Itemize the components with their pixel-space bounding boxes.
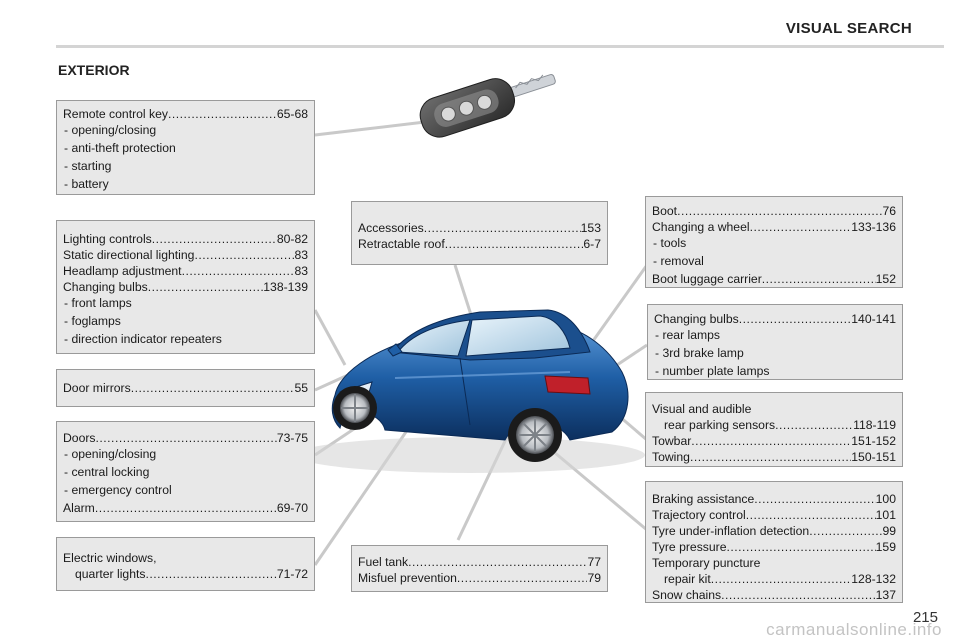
fuel-box: Fuel tank77 Misfuel prevention79 bbox=[351, 545, 608, 592]
index-row[interactable]: Snow chains137 bbox=[652, 587, 896, 603]
braking-tyres-box: Braking assistance100 Trajectory control… bbox=[645, 481, 903, 603]
list-item: - front lamps bbox=[64, 296, 132, 310]
parking-towing-box: Visual and audible rear parking sensors1… bbox=[645, 392, 903, 467]
lighting-box: Lighting controls80-82 Static directiona… bbox=[56, 220, 315, 354]
index-row[interactable]: Headlamp adjustment83 bbox=[63, 263, 308, 279]
watermark: carmanualsonline.info bbox=[766, 620, 942, 639]
electric-windows-box: Electric windows, quarter lights71-72 bbox=[56, 537, 315, 591]
index-row[interactable]: Tyre pressure159 bbox=[652, 539, 896, 555]
list-item: - central locking bbox=[64, 465, 150, 479]
index-row[interactable]: Doors73-75 bbox=[63, 430, 308, 446]
leader-accessories bbox=[453, 264, 474, 319]
index-row[interactable]: Fuel tank77 bbox=[358, 554, 601, 570]
list-item: - anti-theft protection bbox=[64, 141, 176, 155]
list-item: - emergency control bbox=[64, 483, 172, 497]
remote-key-title-row[interactable]: Remote control key65-68 bbox=[63, 106, 308, 122]
list-item: - opening/closing bbox=[64, 447, 157, 461]
section-title: EXTERIOR bbox=[58, 62, 130, 78]
index-row[interactable]: repair kit128-132 bbox=[652, 571, 896, 587]
index-row[interactable]: Door mirrors55 bbox=[63, 380, 308, 396]
index-row[interactable]: Lighting controls80-82 bbox=[63, 231, 308, 247]
index-row[interactable]: quarter lights71-72 bbox=[63, 566, 308, 582]
page-number: 215 bbox=[912, 609, 938, 626]
doors-box: Doors73-75 - opening/closing - central l… bbox=[56, 421, 315, 522]
index-row[interactable]: Accessories153 bbox=[358, 220, 601, 236]
index-row[interactable]: rear parking sensors118-119 bbox=[652, 417, 896, 433]
list-item: - opening/closing bbox=[64, 123, 157, 137]
list-item: - starting bbox=[64, 159, 112, 173]
remote-key-image bbox=[419, 74, 556, 138]
index-row[interactable]: Boot luggage carrier152 bbox=[652, 271, 896, 287]
list-item: - tools bbox=[653, 236, 687, 250]
boot-box: Boot76 Changing a wheel133-136 - tools -… bbox=[645, 196, 903, 288]
leader-lighting bbox=[313, 309, 347, 366]
index-row[interactable]: Alarm69-70 bbox=[63, 500, 308, 516]
index-row[interactable]: Boot76 bbox=[652, 203, 896, 219]
leader-remote bbox=[314, 120, 426, 137]
index-row[interactable]: Retractable roof6-7 bbox=[358, 236, 601, 252]
list-item: - 3rd brake lamp bbox=[655, 346, 744, 360]
index-row[interactable]: Static directional lighting83 bbox=[63, 247, 308, 263]
index-row[interactable]: Trajectory control101 bbox=[652, 507, 896, 523]
rear-bulbs-box: Changing bulbs140-141 - rear lamps - 3rd… bbox=[647, 304, 903, 380]
door-mirrors-box: Door mirrors55 bbox=[56, 369, 315, 407]
remote-key-box: Remote control key65-68 - opening/closin… bbox=[56, 100, 315, 195]
index-row[interactable]: Tyre under-inflation detection99 bbox=[652, 523, 896, 539]
list-item: - battery bbox=[64, 177, 109, 191]
page-header-title: VISUAL SEARCH bbox=[785, 20, 912, 37]
list-item: - rear lamps bbox=[655, 328, 721, 342]
index-row[interactable]: Towing150-151 bbox=[652, 449, 896, 465]
entry-line: Electric windows, bbox=[63, 551, 157, 565]
list-item: - removal bbox=[653, 254, 704, 268]
entry-line: Visual and audible bbox=[652, 402, 752, 416]
index-row[interactable]: Towbar151-152 bbox=[652, 433, 896, 449]
index-row[interactable]: Misfuel prevention79 bbox=[358, 570, 601, 586]
entry-line: Temporary puncture bbox=[652, 556, 761, 570]
index-row[interactable]: Changing a wheel133-136 bbox=[652, 219, 896, 235]
list-item: - direction indicator repeaters bbox=[64, 332, 222, 346]
list-item: - foglamps bbox=[64, 314, 121, 328]
index-row[interactable]: Braking assistance100 bbox=[652, 491, 896, 507]
accessories-box: Accessories153 Retractable roof6-7 bbox=[351, 201, 608, 265]
index-row[interactable]: Changing bulbs140-141 bbox=[654, 311, 896, 327]
list-item: - number plate lamps bbox=[655, 364, 770, 378]
car-image bbox=[295, 309, 645, 473]
index-row[interactable]: Changing bulbs138-139 bbox=[63, 279, 308, 295]
header-divider bbox=[56, 45, 944, 48]
